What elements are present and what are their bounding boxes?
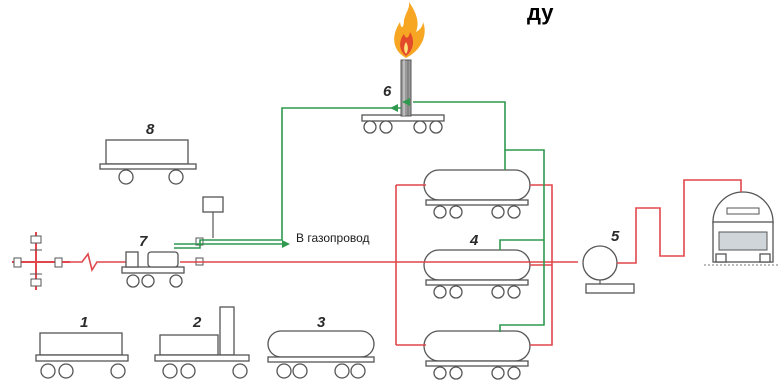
unit-7 (121, 196, 224, 288)
label-7: 7 (139, 233, 148, 250)
tank-car-middle (423, 249, 531, 299)
unit-8 (99, 139, 197, 185)
tanker-truck-icon (704, 191, 778, 266)
unit-2 (154, 306, 250, 379)
label-4: 4 (469, 232, 479, 249)
unit-3 (267, 330, 375, 379)
unit-1 (35, 332, 129, 379)
label-6: 6 (383, 83, 392, 100)
gas-pipeline-label: В газопровод (296, 231, 370, 245)
gas-piping (174, 98, 545, 332)
label-2: 2 (192, 314, 202, 331)
label-5: 5 (611, 228, 620, 245)
flame-icon (394, 2, 425, 58)
oil-piping (180, 179, 742, 346)
label-3: 3 (317, 314, 326, 331)
label-1: 1 (80, 314, 88, 331)
pump-5 (582, 245, 635, 294)
label-8: 8 (146, 121, 155, 138)
flare-stack (361, 59, 445, 134)
flowline-zigzag (62, 252, 128, 273)
heading-fragment: ду (527, 0, 554, 25)
wellhead-icon (12, 232, 70, 290)
tank-car-bottom (423, 330, 531, 380)
tank-car-top (423, 169, 531, 219)
